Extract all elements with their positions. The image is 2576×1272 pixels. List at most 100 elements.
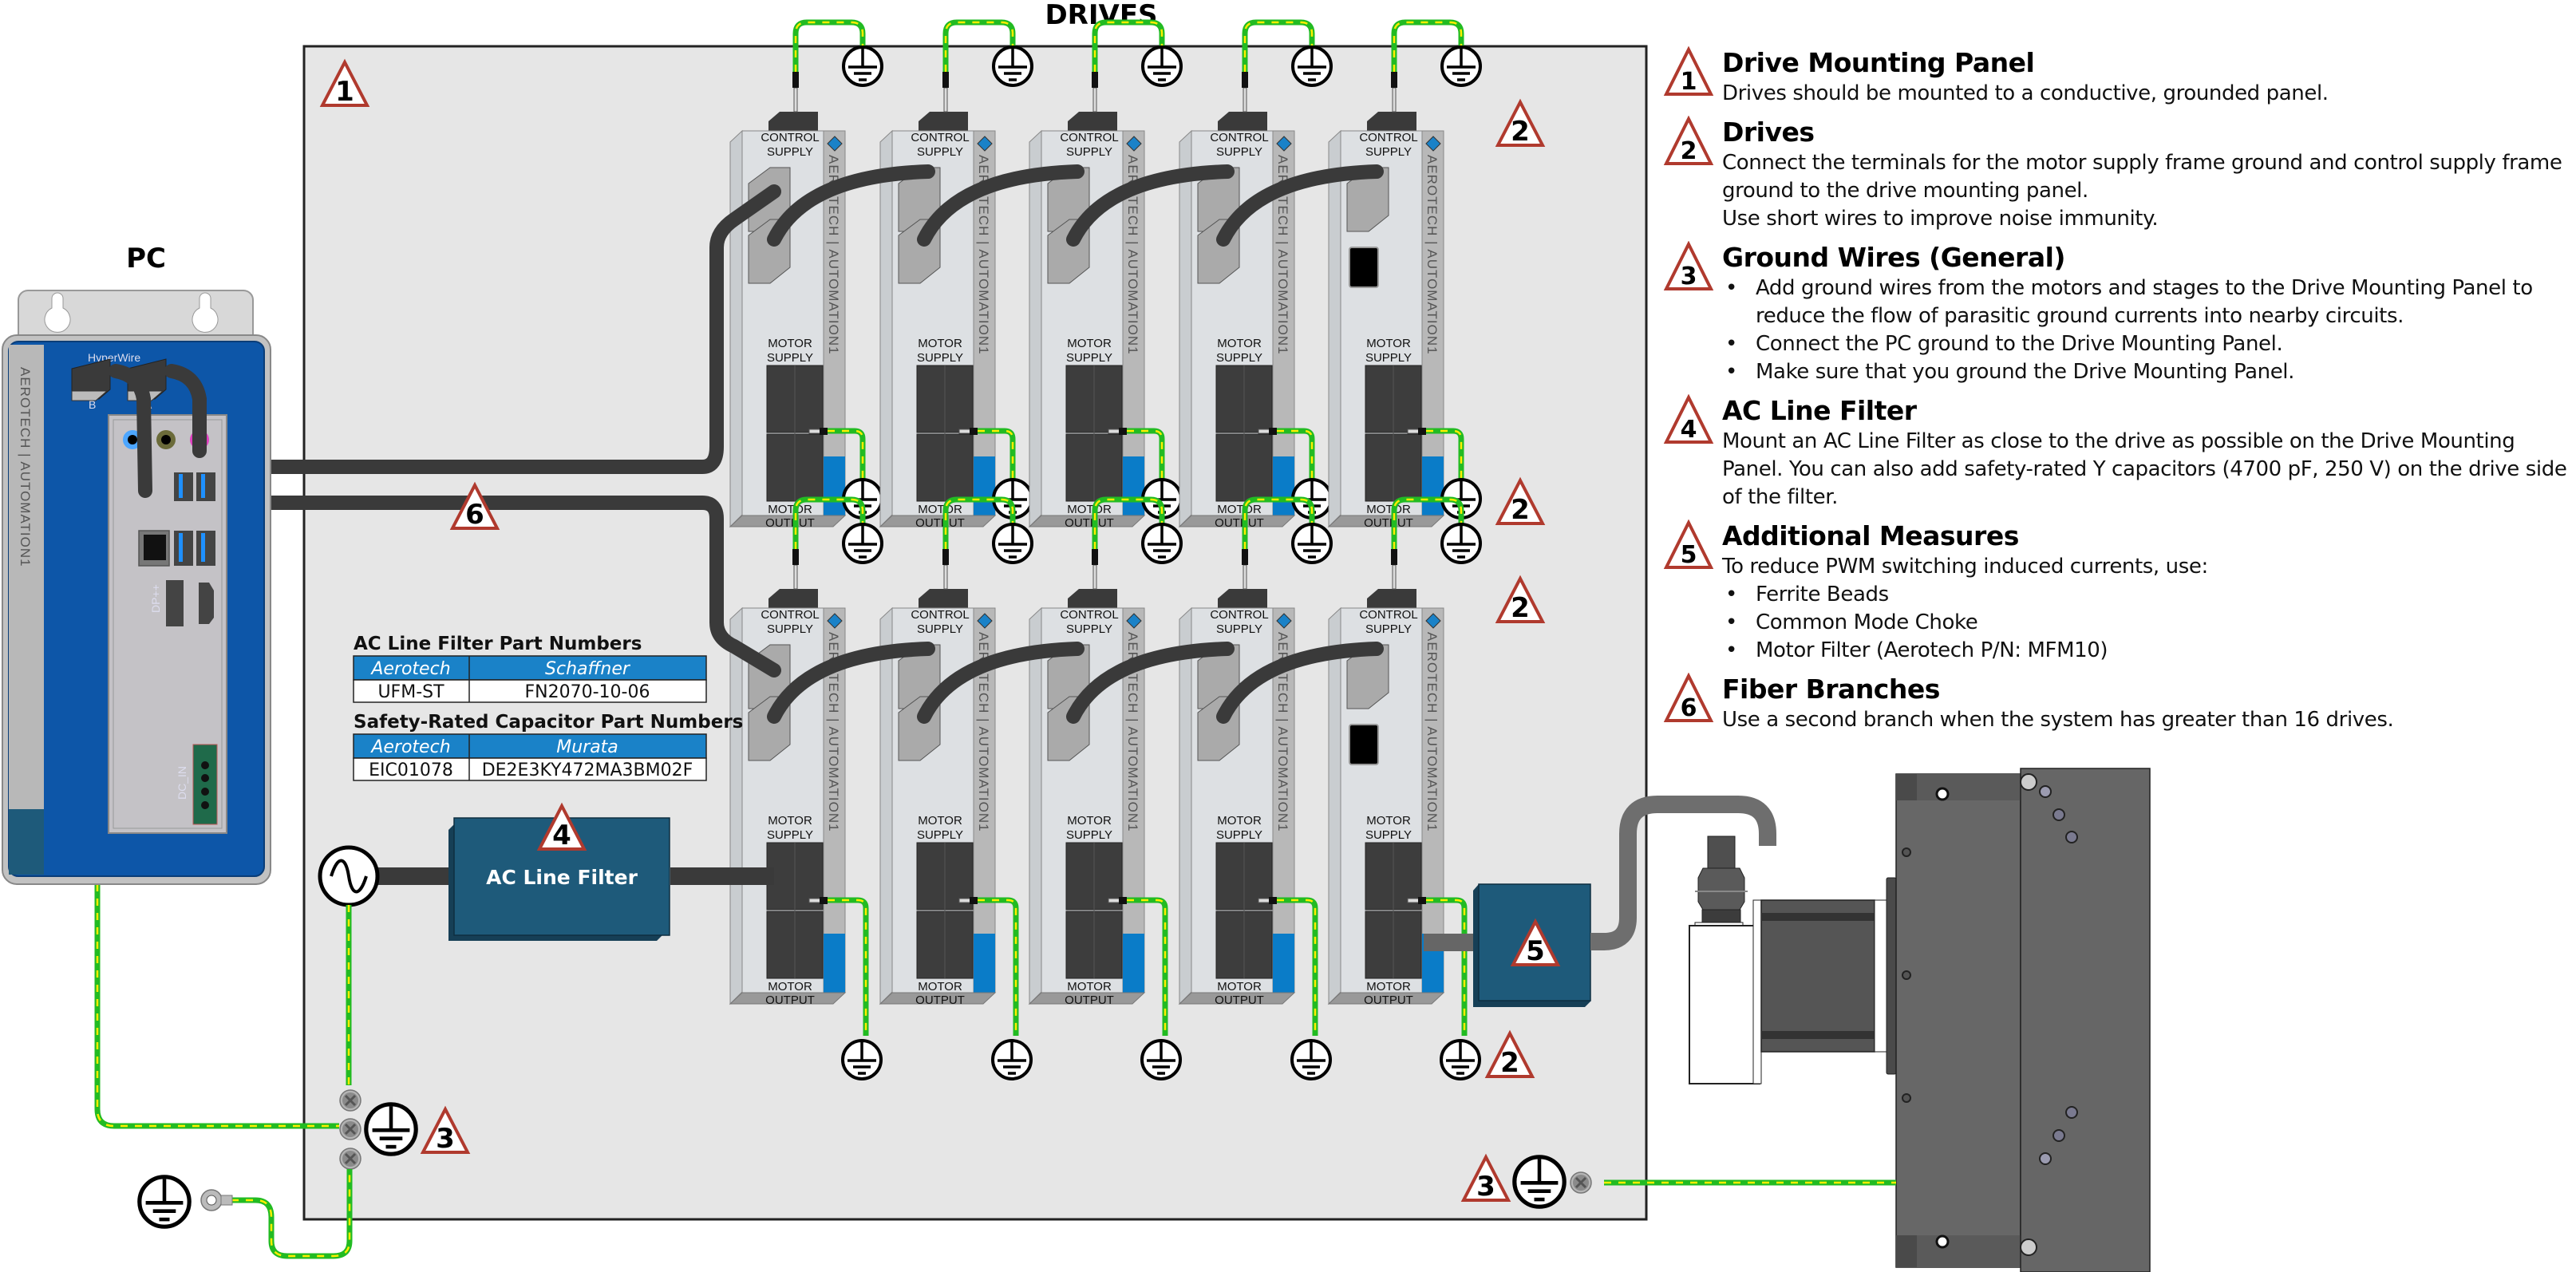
motor-supply-ground-wire xyxy=(808,428,866,479)
motor-output-label: MOTOR xyxy=(768,503,812,516)
svg-text:6: 6 xyxy=(1681,694,1697,722)
control-supply-ground-wire xyxy=(1092,496,1165,549)
motor-supply-label: SUPPLY xyxy=(1365,828,1412,842)
note-text: Mount an AC Line Filter as close to the … xyxy=(1722,429,2567,509)
drive-brand: AEROTECH | AUTOMATION1 xyxy=(1125,155,1140,355)
ground-icon xyxy=(992,45,1033,87)
control-supply-label: SUPPLY xyxy=(917,622,963,636)
motor-output-label: OUTPUT xyxy=(1364,994,1413,1007)
control-supply-label: SUPPLY xyxy=(767,622,813,636)
warning-triangle-icon: 1 xyxy=(1663,46,1714,96)
table-header: Schaffner xyxy=(545,659,631,679)
panel-ground-screws xyxy=(338,1088,362,1171)
svg-text:2: 2 xyxy=(1511,116,1530,148)
motor-output-label: MOTOR xyxy=(1217,980,1262,994)
motor-supply-label: MOTOR xyxy=(1366,814,1411,828)
table-cell: DE2E3KY472MA3BM02F xyxy=(482,760,693,780)
earth-ground-icon xyxy=(140,1177,189,1227)
ground-icon xyxy=(841,1039,883,1080)
motor-supply-ground-wire xyxy=(1108,897,1168,1036)
control-supply-label: SUPPLY xyxy=(1365,145,1412,159)
panel-ground-callout: 3 xyxy=(421,1108,469,1155)
motor-supply-label: MOTOR xyxy=(1067,337,1112,350)
control-supply-label: CONTROL xyxy=(761,131,819,144)
control-supply-ground-wire xyxy=(1242,19,1315,72)
note-bullet: Motor Filter (Aerotech P/N: MFM10) xyxy=(1722,637,2576,665)
motor-supply-label: SUPPLY xyxy=(917,351,963,365)
svg-text:4: 4 xyxy=(1681,416,1697,444)
ground-wire-pc xyxy=(94,884,339,1129)
control-supply-label: SUPPLY xyxy=(917,145,963,159)
drive: AEROTECH | AUTOMATION1 CONTROL SUPPLY MO… xyxy=(729,549,847,1007)
control-supply-label: CONTROL xyxy=(1359,608,1417,622)
svg-text:5: 5 xyxy=(1526,935,1545,967)
motor-filter xyxy=(1473,883,1591,1007)
svg-text:2: 2 xyxy=(1511,592,1530,624)
drive-brand: AEROTECH | AUTOMATION1 xyxy=(1275,632,1290,832)
ac-source-icon xyxy=(318,845,380,907)
motor-supply-ground-wire xyxy=(1407,897,1468,1036)
drives-title: DRIVES xyxy=(1045,0,1157,31)
motor-supply-label: SUPPLY xyxy=(1216,351,1262,365)
motor-output-label: OUTPUT xyxy=(915,516,965,530)
motor-filter-callout: 5 xyxy=(1511,920,1559,967)
control-supply-ground-wire xyxy=(1092,19,1165,72)
note-text: Drives should be mounted to a conductive… xyxy=(1722,81,2329,105)
svg-text:2: 2 xyxy=(1511,494,1530,526)
control-supply-label: CONTROL xyxy=(1210,131,1268,144)
note-title: Ground Wires (General) xyxy=(1722,242,2066,273)
note-bullet: Ferrite Beads xyxy=(1722,581,2576,609)
motor-output-label: MOTOR xyxy=(918,503,962,516)
control-supply-label: CONTROL xyxy=(911,608,969,622)
linear-stage xyxy=(1895,768,2151,1272)
control-supply-label: SUPPLY xyxy=(1216,622,1262,636)
svg-text:3: 3 xyxy=(1476,1171,1495,1203)
motor-supply-ground-wire xyxy=(1407,428,1464,479)
control-supply-label: SUPPLY xyxy=(1365,622,1412,636)
ac-line-filter-label: AC Line Filter xyxy=(486,866,638,889)
drive-callout-row1-top: 2 xyxy=(1496,101,1544,148)
motor-supply-label: SUPPLY xyxy=(917,828,963,842)
control-supply-label: CONTROL xyxy=(1060,608,1118,622)
note-6: 6 Fiber Branches Use a second branch whe… xyxy=(1652,673,2576,734)
motor-output-label: MOTOR xyxy=(918,980,962,994)
drive-callout-row1-bottom: 2 xyxy=(1496,479,1544,526)
ground-icon xyxy=(1440,523,1482,564)
hyperwire-label: HyperWire xyxy=(88,351,140,364)
panel-ground-icon xyxy=(366,1104,416,1154)
motor-supply-label: MOTOR xyxy=(918,337,962,350)
motor-supply-label: SUPPLY xyxy=(767,351,813,365)
note-title: Fiber Branches xyxy=(1722,674,1940,705)
note-bullet: Connect the PC ground to the Drive Mount… xyxy=(1722,330,2576,358)
motor-supply-ground-wire xyxy=(958,897,1019,1036)
pc-brand: AEROTECH | AUTOMATION1 xyxy=(18,367,33,567)
motor-output-label: OUTPUT xyxy=(1215,516,1264,530)
fiber-cable xyxy=(917,642,1085,724)
motor-output-label: MOTOR xyxy=(768,980,812,994)
ring-terminal xyxy=(200,1189,233,1211)
motor-output-label: OUTPUT xyxy=(915,994,965,1007)
pc-title: PC xyxy=(126,243,166,275)
control-supply-label: CONTROL xyxy=(911,131,969,144)
motor-supply-label: MOTOR xyxy=(1366,337,1411,350)
control-supply-ground-wire xyxy=(942,19,1016,72)
fiber-cable xyxy=(1066,642,1235,724)
svg-text:1: 1 xyxy=(335,76,354,108)
ground-icon xyxy=(1440,1039,1481,1080)
motor-output-label: OUTPUT xyxy=(1065,994,1114,1007)
fiber-cable xyxy=(1216,164,1384,247)
fiber-cable xyxy=(1216,642,1384,724)
ground-icon xyxy=(1140,1039,1182,1080)
drive: AEROTECH | AUTOMATION1 CONTROL SUPPLY MO… xyxy=(879,72,997,530)
control-supply-label: SUPPLY xyxy=(767,145,813,159)
note-text: Use a second branch when the system has … xyxy=(1722,708,2394,732)
control-supply-label: SUPPLY xyxy=(1066,622,1112,636)
note-bullets: Ferrite BeadsCommon Mode ChokeMotor Filt… xyxy=(1722,581,2576,665)
ground-icon xyxy=(842,523,883,564)
stage-ground-callout: 3 xyxy=(1462,1155,1510,1203)
note-text: Use short wires to improve noise immunit… xyxy=(1722,207,2159,231)
motor-supply-label: SUPPLY xyxy=(1216,828,1262,842)
warning-triangle-icon: 3 xyxy=(1663,241,1714,290)
svg-text:2: 2 xyxy=(1500,1047,1519,1079)
motor-supply-label: SUPPLY xyxy=(1365,351,1412,365)
